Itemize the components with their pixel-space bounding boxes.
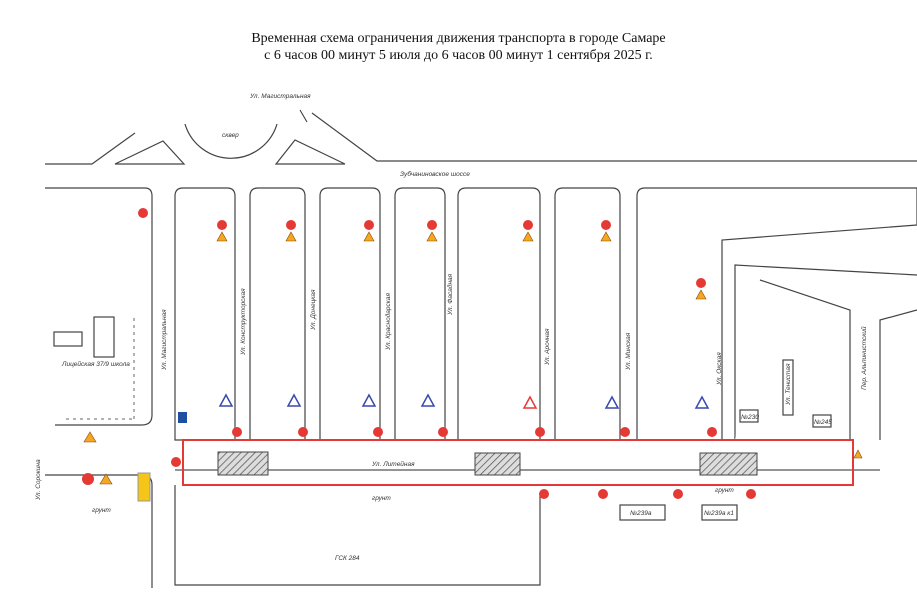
road-works-signs [83, 231, 863, 485]
no-entry-signs [82, 208, 756, 499]
svg-text:№245: №245 [814, 419, 832, 426]
svg-text:№239а: №239а [630, 510, 652, 517]
city-blocks [174, 187, 917, 441]
street-label-top: Ул. Магистральная [249, 93, 311, 100]
dead-end-sign [178, 412, 187, 423]
svg-text:№230: №230 [741, 414, 759, 421]
vertical-street-labels: Ул. Магистральная Ул. Конструкторская Ул… [35, 273, 868, 501]
svg-text:Ул. Краснодарская: Ул. Краснодарская [384, 293, 392, 351]
detour-signs [218, 393, 710, 409]
svg-text:Ул. Магистральная: Ул. Магистральная [161, 309, 168, 371]
main-street-label: Ул. Литейная [371, 460, 415, 468]
building-239a-k1 [701, 504, 738, 521]
park-edge [184, 123, 278, 159]
road-edge [45, 132, 136, 165]
svg-text:№239а к1: №239а к1 [704, 510, 734, 517]
road-edge [45, 474, 153, 588]
svg-text:Ул. Тенистая: Ул. Тенистая [785, 363, 792, 406]
ground-label-3: грунт [92, 507, 111, 514]
svg-text:Лицейская 37/9 школа: Лицейская 37/9 школа [61, 360, 130, 368]
lower-block [174, 485, 541, 586]
svg-text:Ул. Арочная: Ул. Арочная [544, 328, 551, 366]
garage-label: ГСК 284 [335, 555, 360, 562]
road-edge [311, 112, 917, 162]
traffic-island [274, 139, 346, 165]
svg-text:Ул. Фасадная: Ул. Фасадная [446, 273, 454, 316]
traffic-island [114, 140, 186, 165]
road-edge [45, 187, 153, 426]
work-zone [474, 452, 521, 476]
arrow [299, 109, 308, 123]
ground-label: грунт [372, 495, 391, 502]
svg-text:Ул. Конструкторская: Ул. Конструкторская [240, 288, 247, 356]
highway-label: Зубчаниновское шоссе [400, 170, 470, 178]
info-board [137, 472, 151, 502]
building-239a [619, 504, 666, 521]
title-line-1: Временная схема ограничения движения тра… [251, 31, 666, 46]
park-label: сквер [222, 132, 239, 139]
svg-text:Ул. Минская: Ул. Минская [625, 332, 632, 371]
svg-text:Пер. Альпинистский: Пер. Альпинистский [860, 326, 868, 390]
school-building: Лицейская 37/9 школа [53, 316, 135, 420]
ground-label-2: грунт [715, 487, 734, 494]
svg-text:Ул. Окская: Ул. Окская [716, 352, 723, 386]
title-line-2: с 6 часов 00 минут 5 июля до 6 часов 00 … [264, 48, 653, 63]
svg-text:Ул. Донецкая: Ул. Донецкая [310, 289, 317, 331]
building-245 [812, 414, 832, 428]
scheme-title: Временная схема ограничения движения тра… [0, 30, 917, 64]
work-zone [217, 451, 269, 476]
building-230 [739, 409, 759, 423]
svg-text:Ул. Сорокина: Ул. Сорокина [35, 459, 42, 501]
closure-zone [182, 439, 854, 486]
work-zone [699, 452, 758, 476]
